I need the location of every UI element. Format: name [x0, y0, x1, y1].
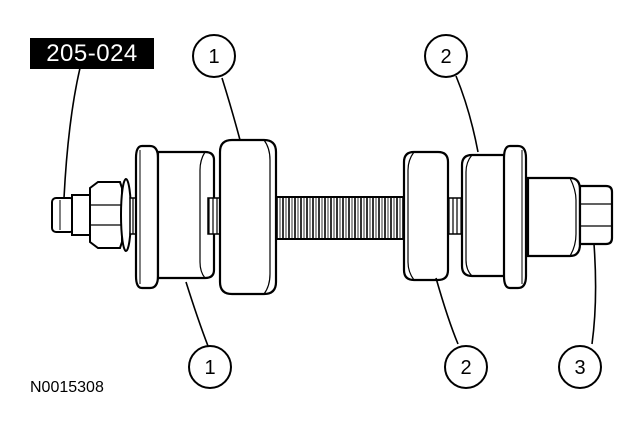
callout-3: 3: [558, 345, 602, 389]
callout-1-top: 1: [192, 34, 236, 78]
leader-line-3: [591, 243, 597, 345]
callout-label: 1: [204, 357, 215, 379]
right-hex-head: [578, 184, 614, 246]
right-thread-section: [447, 197, 463, 235]
callout-label: 3: [574, 357, 585, 379]
leader-line-1-top: [221, 77, 241, 141]
callout-label: 2: [460, 357, 471, 379]
left-flange-plate: [134, 144, 160, 290]
left-hex-nut: [89, 181, 123, 249]
leader-line-2-top: [455, 75, 479, 153]
callout-2-bottom: 2: [444, 345, 488, 389]
callout-label: 1: [208, 46, 219, 68]
stud-tip: [51, 197, 75, 233]
callout-label: 2: [440, 46, 451, 68]
callout-2-top: 2: [424, 34, 468, 78]
right-flange-plate: [502, 144, 528, 290]
figure-id: N0015308: [30, 379, 104, 396]
leader-line-tool: [63, 67, 81, 199]
leader-line-2-bottom: [435, 277, 459, 345]
right-disc: [402, 150, 450, 282]
threaded-rod: [265, 196, 417, 240]
right-receiver-cup: [460, 153, 512, 278]
tool-number-label: 205-024: [30, 38, 154, 69]
large-disc: [218, 138, 278, 296]
forcing-nut: [526, 176, 582, 258]
leader-line-1-bottom: [185, 281, 209, 347]
callout-1-bottom: 1: [188, 345, 232, 389]
left-receiver-cup: [156, 150, 216, 280]
